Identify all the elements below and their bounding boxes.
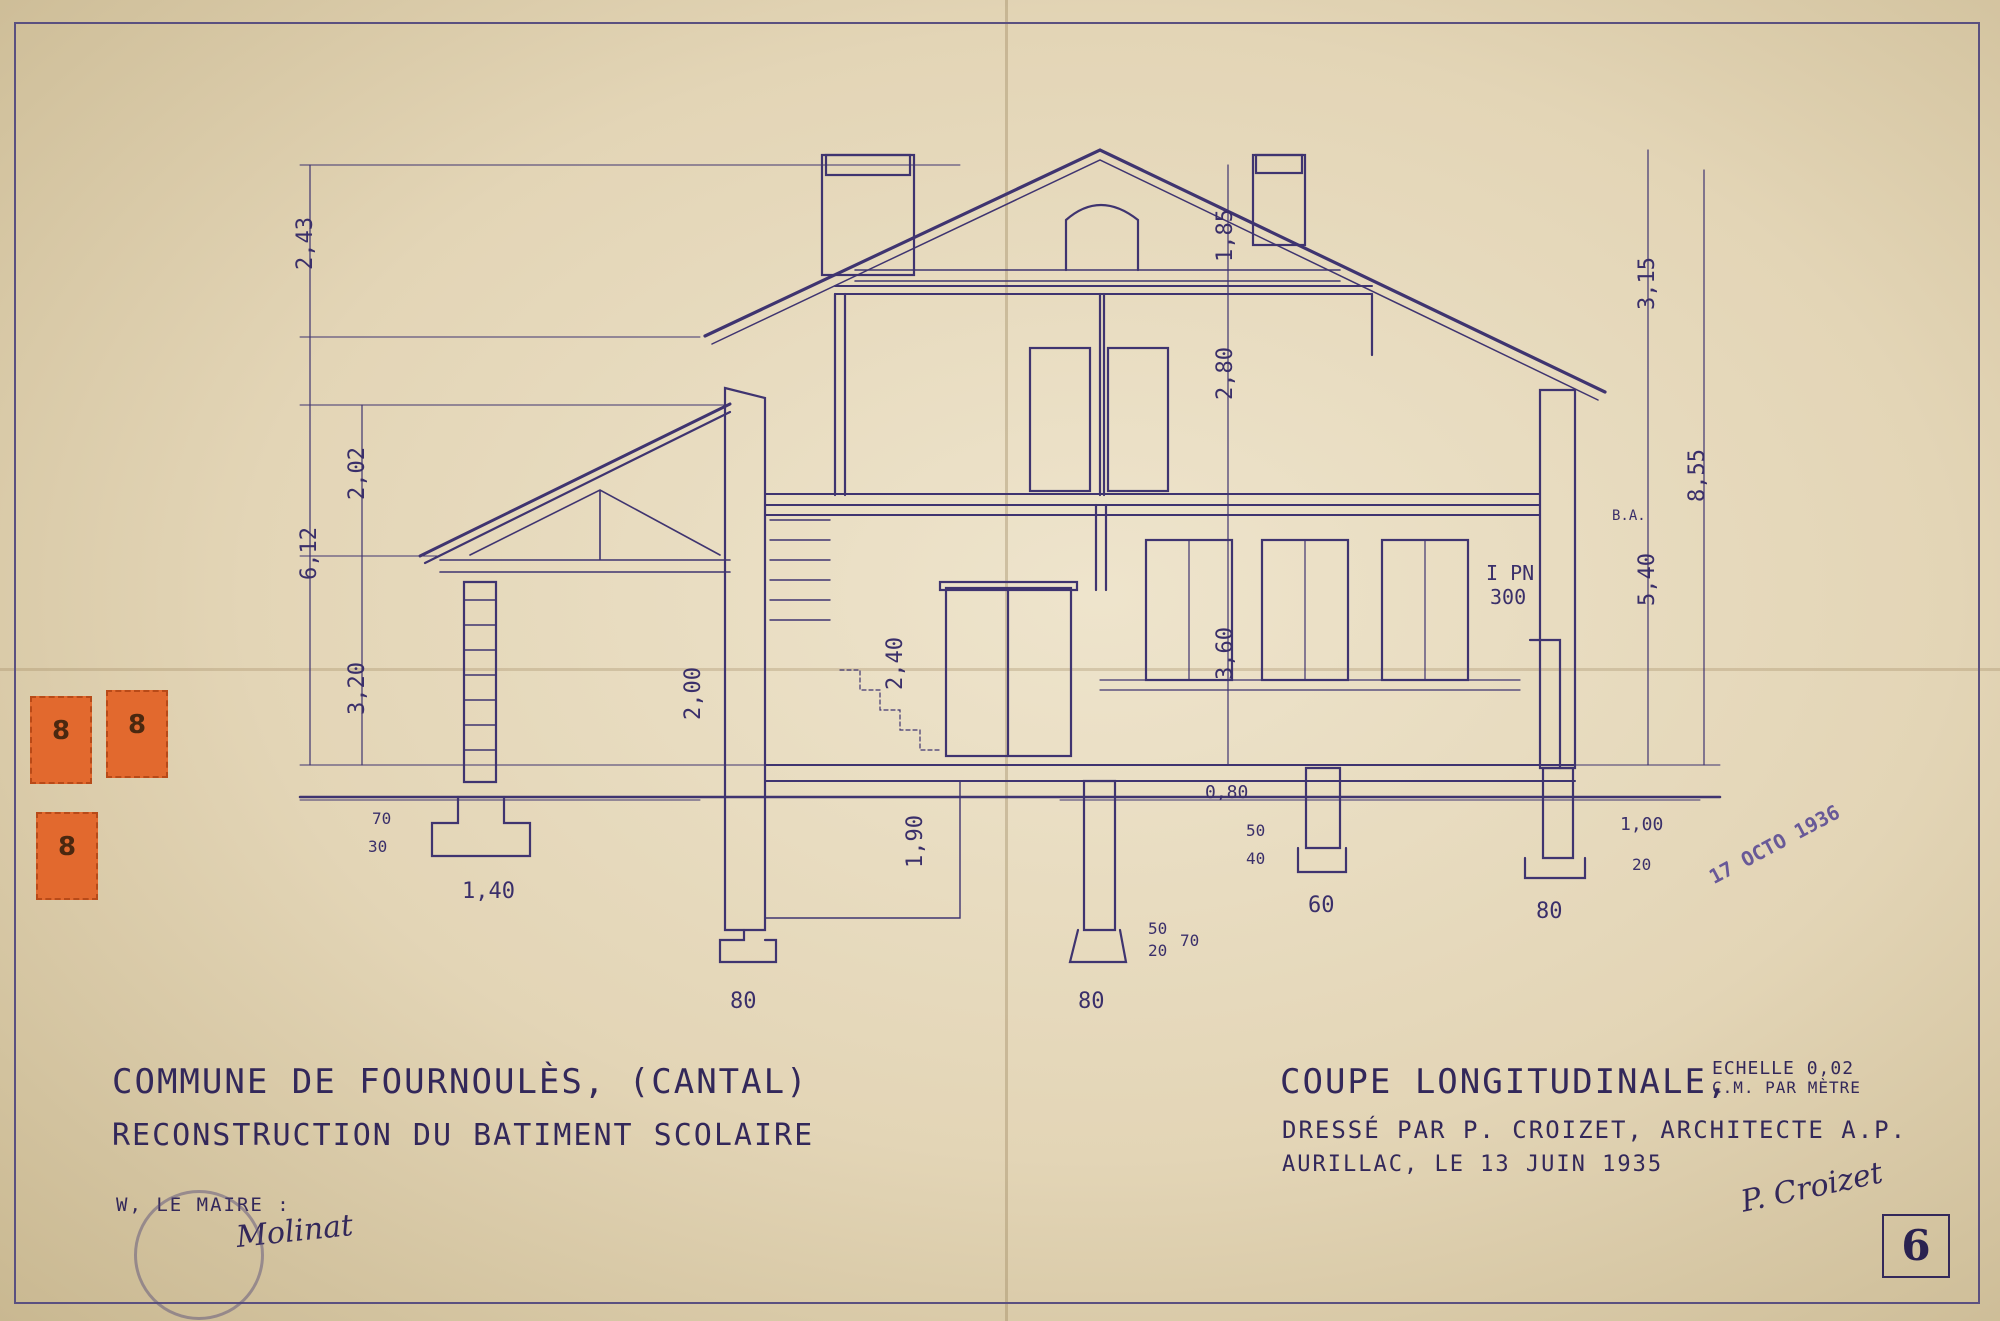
place-date-line: AURILLAC, LE 13 JUIN 1935 — [1282, 1152, 1664, 1177]
dim-left-7: 30 — [368, 837, 387, 856]
dim-center-8: 20 — [1148, 941, 1167, 960]
staircase — [769, 519, 831, 621]
dim-center-6: 80 — [1078, 989, 1105, 1014]
wall-right — [1538, 388, 1577, 770]
dim-left-5: 1,40 — [462, 879, 515, 904]
sheet-number: 6 — [1882, 1214, 1950, 1278]
first-floor-slab — [764, 493, 1541, 516]
dim-right-8: 40 — [1246, 849, 1265, 868]
cellar-footing-left — [718, 928, 778, 964]
beam-label: I PN — [1486, 561, 1534, 585]
pillar-center — [1082, 779, 1117, 932]
veranda-truss — [439, 489, 731, 573]
pier-right-2 — [1541, 766, 1575, 860]
dim-right-2: 5,40 — [1635, 553, 1660, 606]
scale-line-2: C.M. PAR MÈTRE — [1712, 1078, 1861, 1097]
dim-right-5: 80 — [1536, 899, 1563, 924]
veranda-column — [462, 580, 498, 784]
pillar-left — [723, 386, 767, 932]
chimney-left — [820, 153, 916, 277]
dim-left-6: 70 — [372, 809, 391, 828]
chimney-right — [1251, 153, 1307, 247]
dim-left-2: 2,02 — [345, 447, 370, 500]
upper-door-right — [1106, 346, 1170, 493]
dim-right-1: 8,55 — [1685, 449, 1710, 502]
veranda-roof — [418, 402, 732, 558]
dim-center-7: 50 — [1148, 919, 1167, 938]
dim-left-8: 80 — [730, 989, 757, 1014]
cellar-footing-center — [1068, 928, 1128, 964]
attic-arch — [1064, 203, 1140, 272]
fiscal-stamp-1: 8 — [30, 696, 92, 784]
dim-right-0: 3,15 — [1635, 257, 1660, 310]
fold-line-horizontal — [0, 668, 2000, 671]
dim-center-1: 2,80 — [1213, 347, 1238, 400]
dim-right-4: 20 — [1632, 855, 1651, 874]
dim-center-3: 2,40 — [883, 637, 908, 690]
dim-center-0: 1,85 — [1213, 209, 1238, 262]
cellar-wall — [764, 780, 961, 919]
dim-left-0: 2,43 — [293, 217, 318, 270]
ba-label: B.A. — [1612, 508, 1646, 524]
project-title: RECONSTRUCTION DU BATIMENT SCOLAIRE — [112, 1118, 815, 1153]
dim-right-3: 1,00 — [1620, 814, 1663, 835]
dim-right-6: 60 — [1308, 893, 1335, 918]
dim-right-7: 50 — [1246, 821, 1265, 840]
drawing-title: COUPE LONGITUDINALE, — [1280, 1062, 1730, 1102]
fiscal-stamp-2: 8 — [106, 690, 168, 778]
veranda-footing — [430, 795, 532, 858]
attic-floor — [834, 285, 1373, 295]
commune-title: COMMUNE DE FOURNOULÈS, (CANTAL) — [112, 1062, 809, 1102]
dim-center-2: 3,60 — [1213, 627, 1238, 680]
sheet-border — [14, 22, 1980, 1304]
pier-right-1 — [1304, 766, 1342, 850]
dim-center-9: 70 — [1180, 931, 1199, 950]
upper-door-left — [1028, 346, 1092, 493]
fiscal-stamp-3: 8 — [36, 812, 98, 900]
dim-left-4: 2,00 — [681, 667, 706, 720]
beam-size: 300 — [1490, 585, 1526, 609]
fold-line-vertical — [1005, 0, 1008, 1321]
author-line: DRESSÉ PAR P. CROIZET, ARCHITECTE A.P. — [1282, 1116, 1908, 1144]
municipal-seal — [134, 1190, 264, 1320]
scale-line-1: ECHELLE 0,02 — [1712, 1058, 1855, 1079]
dim-center-5: 0,80 — [1205, 782, 1248, 803]
central-partition — [1094, 503, 1108, 592]
dim-left-1: 6,12 — [297, 527, 322, 580]
ground-floor-slab — [764, 764, 1576, 782]
dim-left-3: 3,20 — [345, 662, 370, 715]
dim-center-4: 1,90 — [903, 815, 928, 868]
